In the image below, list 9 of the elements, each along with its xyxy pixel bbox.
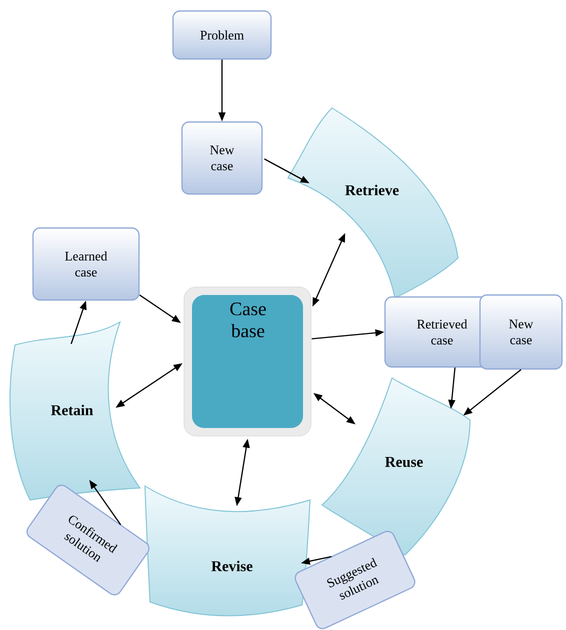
process-box: Learned case	[32, 227, 140, 301]
process-band: Reuse	[322, 378, 470, 556]
process-box: New case	[181, 121, 263, 195]
process-band: Retain	[10, 322, 140, 500]
database-box: Case base	[184, 286, 312, 436]
process-band: Retrieve	[288, 108, 458, 298]
process-box: Problem	[172, 10, 272, 60]
process-box: New case	[479, 294, 563, 370]
process-band: Revise	[144, 486, 310, 616]
